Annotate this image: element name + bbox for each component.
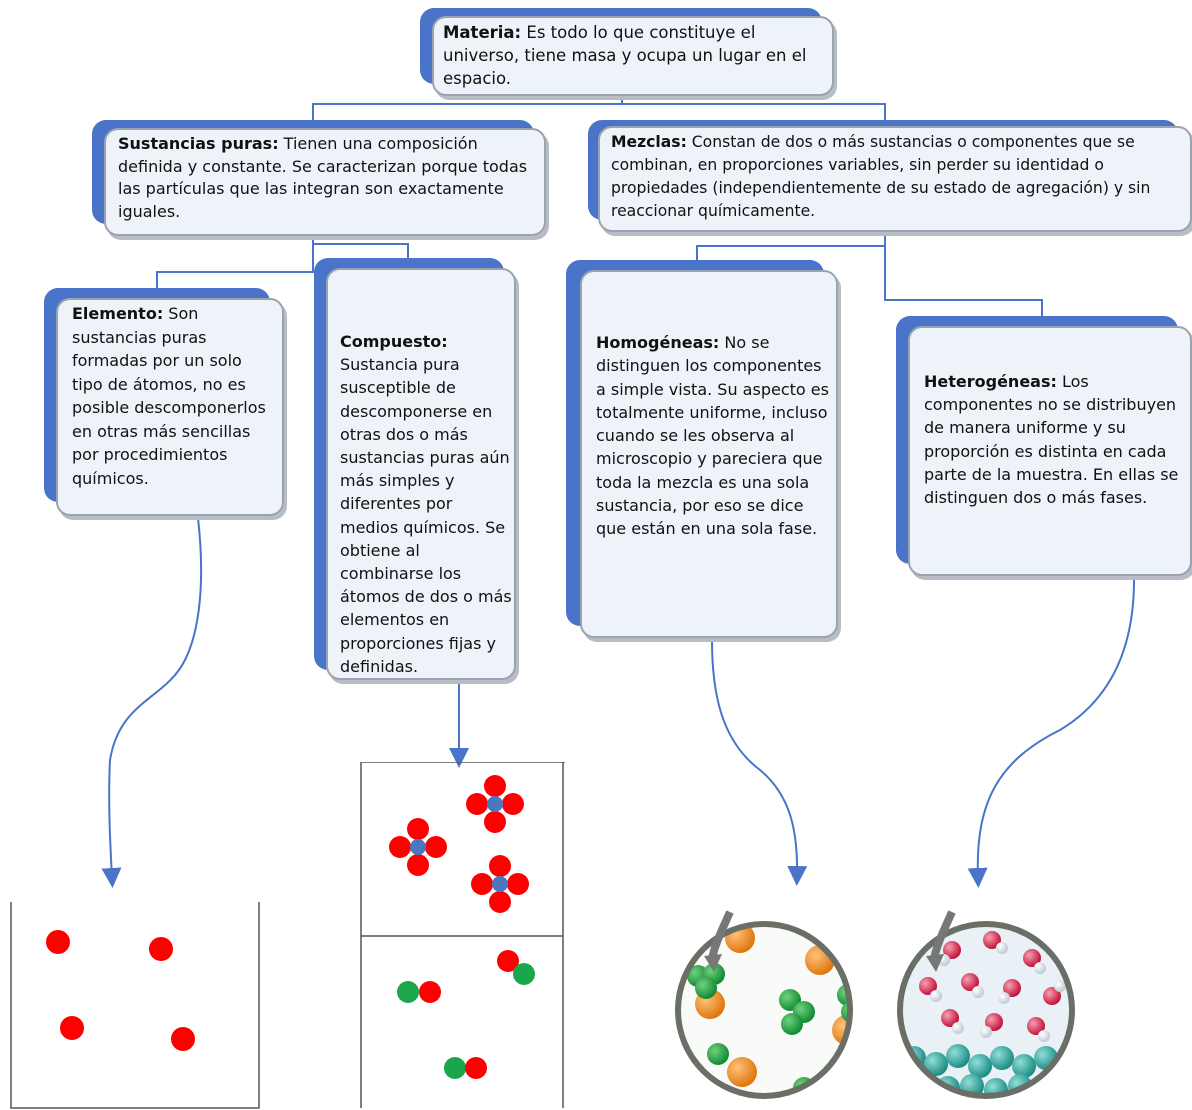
elemento-title: Elemento: <box>72 304 164 323</box>
homogeneas-title: Homogéneas: <box>596 333 720 352</box>
node-heterogeneas: Heterogéneas: Los componentes no se dist… <box>896 316 1192 578</box>
elemento-atoms-illustration <box>10 902 260 1110</box>
heterogeneas-text: Los componentes no se distribuyen de man… <box>924 372 1179 508</box>
mezclas-microscope-illustration <box>652 900 1130 1110</box>
compuesto-molecules-illustration <box>360 762 566 1110</box>
materia-title: Materia: <box>443 23 522 42</box>
homogeneas-text: No se distinguen los componentes a simpl… <box>596 333 829 539</box>
sustancias-puras-title: Sustancias puras: <box>118 134 279 153</box>
compuesto-title: Compuesto: <box>340 332 448 351</box>
materia-text: Es todo lo que constituye el universo, t… <box>443 23 807 88</box>
mezclas-title: Mezclas: <box>611 133 687 151</box>
node-materia: Materia: Es todo lo que constituye el un… <box>420 8 836 98</box>
compuesto-text: Sustancia pura susceptible de descompone… <box>340 355 512 676</box>
mezclas-text: Constan de dos o más sustancias o compon… <box>611 133 1151 220</box>
node-homogeneas: Homogéneas: No se distinguen los compone… <box>566 260 840 640</box>
heterogeneas-title: Heterogéneas: <box>924 372 1057 391</box>
node-elemento: Elemento: Son sustancias puras formadas … <box>44 288 284 518</box>
node-compuesto: Compuesto: Sustancia pura susceptible de… <box>314 258 518 682</box>
arrow-homogeneas <box>711 639 808 886</box>
node-mezclas: Mezclas: Constan de dos o más sustancias… <box>588 120 1192 234</box>
arrow-heterogeneas <box>967 579 1135 888</box>
sustancias-puras-text: Tienen una composición definida y consta… <box>118 134 528 221</box>
elemento-text: Son sustancias puras formadas por un sol… <box>72 304 266 488</box>
arrow-elemento <box>101 517 203 888</box>
node-sustancias-puras: Sustancias puras: Tienen una composición… <box>92 120 550 238</box>
